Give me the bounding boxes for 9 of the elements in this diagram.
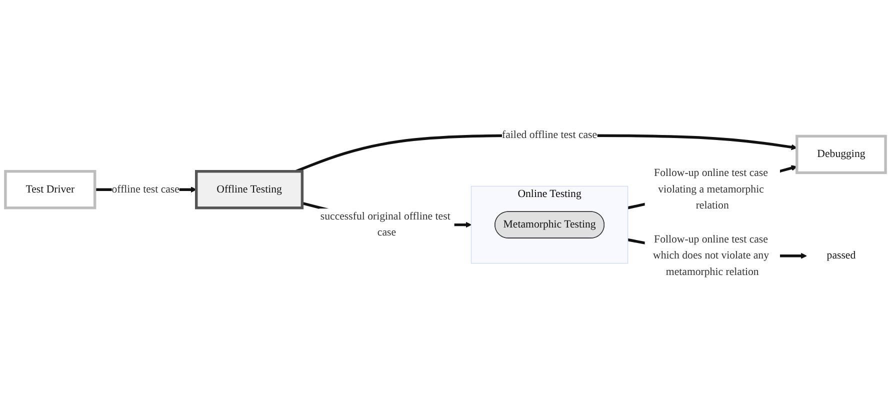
edge-label: failed offline test case	[502, 129, 598, 141]
edge-label: Follow-up online test case violating a metamorphic relation	[654, 166, 768, 211]
edge-label: offline test case	[112, 183, 180, 195]
node-text: passed	[826, 249, 856, 261]
node-box: Debugging	[796, 134, 887, 174]
edge-label: successful original offline test case	[320, 210, 450, 238]
node-box: Test Driver	[4, 170, 96, 209]
edge-label: Follow-up online test case which does not violate any metamorphic relation	[653, 233, 769, 278]
node-box: Offline Testing	[195, 170, 304, 209]
